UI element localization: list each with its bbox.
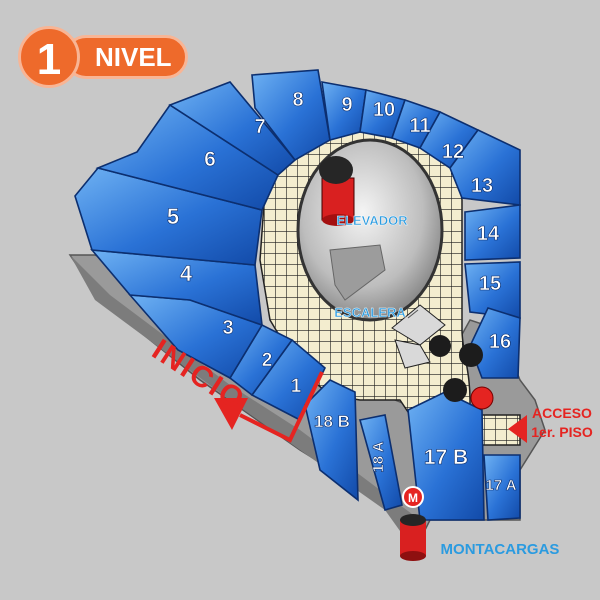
access-arrow-icon (508, 415, 527, 443)
column-icon (443, 378, 467, 402)
section-label-17a: 17 A (485, 477, 516, 494)
access-label-line1: ACCESO (532, 405, 592, 421)
section-label-5: 5 (167, 204, 179, 229)
section-label-17b: 17 B (424, 446, 468, 469)
section-label-11: 11 (409, 115, 430, 137)
section-label-15: 15 (479, 273, 501, 295)
stairs-label: ESCALERA (334, 305, 406, 320)
section-shape-6[interactable] (95, 103, 280, 211)
section-label-9: 9 (341, 94, 352, 116)
section-shape-13[interactable] (449, 128, 521, 206)
section-label-1: 1 (291, 376, 302, 397)
access-label-line2: 1er. PISO (531, 424, 593, 440)
level-label: NIVEL (64, 35, 188, 79)
freight-elevator-icon (400, 514, 426, 561)
section-label-4: 4 (180, 261, 193, 286)
seating-sections (74, 69, 521, 521)
section-label-18a: 18 A (370, 441, 387, 472)
section-shape-14[interactable] (464, 204, 521, 261)
section-label-10: 10 (373, 99, 395, 121)
section-labels: 1 2 3 4 5 6 7 8 9 10 11 12 13 14 15 16 1… (167, 89, 517, 495)
start-arrowhead-icon (214, 398, 248, 430)
section-label-6: 6 (204, 148, 216, 171)
section-shape-18a[interactable] (358, 414, 403, 511)
freight-marker-label: M (408, 491, 418, 505)
section-shape-18b[interactable] (304, 379, 359, 502)
section-label-2: 2 (262, 350, 273, 371)
freight-label: MONTACARGAS (441, 541, 560, 558)
section-label-12: 12 (442, 141, 464, 163)
column-icon (429, 335, 451, 357)
level-number: 1 (18, 26, 80, 88)
void-ramp (329, 244, 386, 301)
section-shape-17a[interactable] (483, 454, 521, 521)
section-label-13: 13 (471, 175, 493, 197)
freight-marker (402, 486, 424, 508)
section-label-18b: 18 B (314, 412, 350, 431)
section-label-16: 16 (489, 331, 511, 353)
start-arrow-icon (239, 371, 324, 443)
red-marker-icon (470, 386, 494, 410)
section-label-14: 14 (477, 223, 500, 245)
stairs-icon (391, 304, 446, 369)
section-label-3: 3 (222, 317, 233, 339)
level-badge: NIVEL 1 (12, 26, 192, 88)
section-shape-16[interactable] (469, 307, 521, 379)
section-label-8: 8 (292, 89, 303, 111)
elevator-icon (319, 156, 355, 226)
elevator-label: ELEVADOR (336, 213, 408, 228)
column-icon (459, 343, 483, 367)
section-shape-5[interactable] (74, 167, 263, 266)
section-label-7: 7 (254, 116, 265, 138)
section-shape-8[interactable] (251, 69, 331, 162)
